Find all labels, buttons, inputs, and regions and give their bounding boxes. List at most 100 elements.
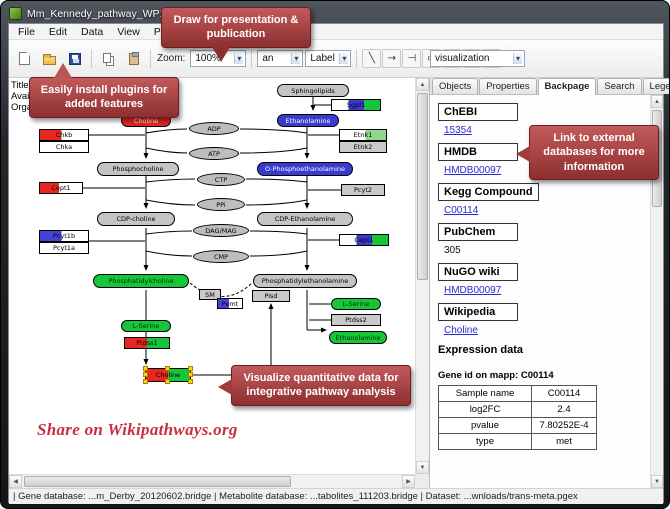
label-combobox[interactable]: Label▾ <box>305 50 352 67</box>
pathway-node-ptdss2[interactable]: Ptdss2 <box>331 314 381 326</box>
menu-data[interactable]: Data <box>81 25 104 38</box>
pathway-node-l-serine[interactable]: L-Serine <box>121 320 171 332</box>
scroll-down-button[interactable]: ▼ <box>651 475 663 488</box>
scroll-left-button[interactable]: ◀ <box>9 475 22 488</box>
database-link[interactable]: HMDB00097 <box>444 165 502 176</box>
scroll-down-button[interactable]: ▼ <box>416 461 429 474</box>
pathway-node-cmp[interactable]: CMP <box>193 250 249 263</box>
save-button[interactable] <box>63 47 86 70</box>
pathway-info-line: Availab <box>11 91 42 102</box>
pathway-node-atp[interactable]: ATP <box>189 147 239 160</box>
tab-objects[interactable]: Objects <box>432 78 479 94</box>
pathway-node-pisd[interactable]: Pisd <box>252 290 290 302</box>
pathway-node-l-serine[interactable]: L-Serine <box>331 298 381 310</box>
node-label: SM <box>205 290 215 299</box>
selection-handle[interactable] <box>188 372 193 377</box>
pathway-node-ethanolamine[interactable]: Ethanolamine <box>277 114 339 127</box>
pathway-node-cept1[interactable]: Cept1 <box>339 234 389 246</box>
chevron-down-icon: ▾ <box>234 53 244 64</box>
pathway-node-etnk2[interactable]: Etnk2 <box>339 141 387 153</box>
pathway-node-sm[interactable]: SM <box>199 289 221 300</box>
pathway-node-chka[interactable]: Chka <box>39 141 89 153</box>
database-link[interactable]: C00114 <box>444 205 479 216</box>
datanode-type-combobox[interactable]: an▾ <box>257 50 304 67</box>
pathway-node-sgpl1[interactable]: Sgpl1 <box>331 99 381 111</box>
pathway-node-ptdss1[interactable]: Ptdss1 <box>124 337 170 349</box>
database-link[interactable]: 15354 <box>444 125 472 136</box>
pathway-node-pcyt1a[interactable]: Pcyt1a <box>39 242 89 254</box>
tab-properties[interactable]: Properties <box>479 78 537 94</box>
selection-handle[interactable] <box>143 372 148 377</box>
tab-backpage[interactable]: Backpage <box>537 78 597 95</box>
selection-handle[interactable] <box>143 366 148 371</box>
expression-cell: 2.4 <box>531 401 597 418</box>
copy-button[interactable] <box>97 47 120 70</box>
pathway-node-choline[interactable]: Choline <box>143 366 193 384</box>
database-header: NuGO wiki <box>438 263 518 281</box>
arrow-tool-icon[interactable]: → <box>382 49 402 68</box>
node-label: ATP <box>208 149 220 158</box>
node-label: DAG/MAG <box>205 226 237 235</box>
selection-handle[interactable] <box>165 366 170 371</box>
pathway-node-pcyt1b[interactable]: Pcyt1b <box>39 230 89 242</box>
scroll-right-button[interactable]: ▶ <box>402 475 415 488</box>
pathway-node-sphingolipids[interactable]: Sphingolipids <box>277 84 349 97</box>
menu-bar: FileEditDataViewPluginsHelp <box>9 24 663 40</box>
pathway-node-etnk1[interactable]: Etnk1 <box>339 129 387 141</box>
visualization-combobox[interactable]: visualization▾ <box>430 50 525 67</box>
database-header: Wikipedia <box>438 303 518 321</box>
pathway-node-ethanolamine[interactable]: Ethanolamine <box>329 331 387 344</box>
pathway-node-cdp-choline[interactable]: CDP-choline <box>97 212 175 226</box>
menu-edit[interactable]: Edit <box>48 25 68 38</box>
pathway-node-chkb[interactable]: Chkb <box>39 129 89 141</box>
scroll-track[interactable] <box>416 91 429 461</box>
pathway-node-cdp-ethanolamine[interactable]: CDP-Ethanolamine <box>257 212 353 226</box>
node-label: Cept1 <box>354 236 374 244</box>
selection-handle[interactable] <box>188 366 193 371</box>
canvas-vertical-scrollbar[interactable]: ▲ ▼ <box>415 78 429 474</box>
pathway-node-phosphatidylcholine[interactable]: Phosphatidylcholine <box>93 274 189 288</box>
canvas-horizontal-scrollbar[interactable]: ◀ ▶ <box>9 474 415 488</box>
menu-file[interactable]: File <box>18 25 35 38</box>
pathway-node-ctp[interactable]: CTP <box>197 173 245 186</box>
selection-handle[interactable] <box>188 379 193 384</box>
pathway-node-pcyt2[interactable]: Pcyt2 <box>341 184 385 196</box>
node-label: Ptdss1 <box>136 339 158 347</box>
scroll-up-button[interactable]: ▲ <box>416 78 429 91</box>
menu-view[interactable]: View <box>117 25 140 38</box>
scroll-thumb[interactable] <box>417 93 428 280</box>
tab-legend[interactable]: Legend <box>642 78 669 94</box>
open-file-button[interactable] <box>38 47 61 70</box>
scroll-track[interactable] <box>22 475 402 488</box>
scrollbar-corner <box>415 474 429 488</box>
pathway-node-cept1[interactable]: Cept1 <box>39 182 83 194</box>
tab-search[interactable]: Search <box>597 78 642 94</box>
pathway-node-ppi[interactable]: PPi <box>197 198 245 211</box>
pathway-node-phosphocholine[interactable]: Phosphocholine <box>97 162 179 176</box>
new-file-button[interactable] <box>13 47 36 70</box>
pathway-node-o-phosphoethanolamine[interactable]: O-Phosphoethanolamine <box>257 162 353 176</box>
database-link[interactable]: HMDB00097 <box>444 285 502 296</box>
expression-cell: C00114 <box>531 385 597 402</box>
line-tool-icon[interactable]: ╲ <box>362 49 382 68</box>
tbar-tool-icon[interactable]: ⊣ <box>402 49 422 68</box>
pathway-node-phosphatidylethanolamine[interactable]: Phosphatidylethanolamine <box>253 274 357 288</box>
pathway-node-dag-mag[interactable]: DAG/MAG <box>193 224 249 237</box>
scroll-up-button[interactable]: ▲ <box>651 95 663 108</box>
database-link[interactable]: Choline <box>444 325 478 336</box>
selection-handle[interactable] <box>165 379 170 384</box>
callout-pointer-icon <box>218 379 232 395</box>
gene-id-line: Gene id on mapp: C00114 <box>438 370 554 381</box>
scroll-thumb[interactable] <box>24 476 291 487</box>
paste-button[interactable] <box>122 47 145 70</box>
pathway-node-adp[interactable]: ADP <box>189 122 239 135</box>
node-label: Phosphocholine <box>112 165 164 173</box>
callout-plugins-text: Easily install plugins for added feature… <box>40 84 168 111</box>
pathway-node-pemt[interactable]: Pemt <box>217 298 243 309</box>
selection-handle[interactable] <box>143 379 148 384</box>
